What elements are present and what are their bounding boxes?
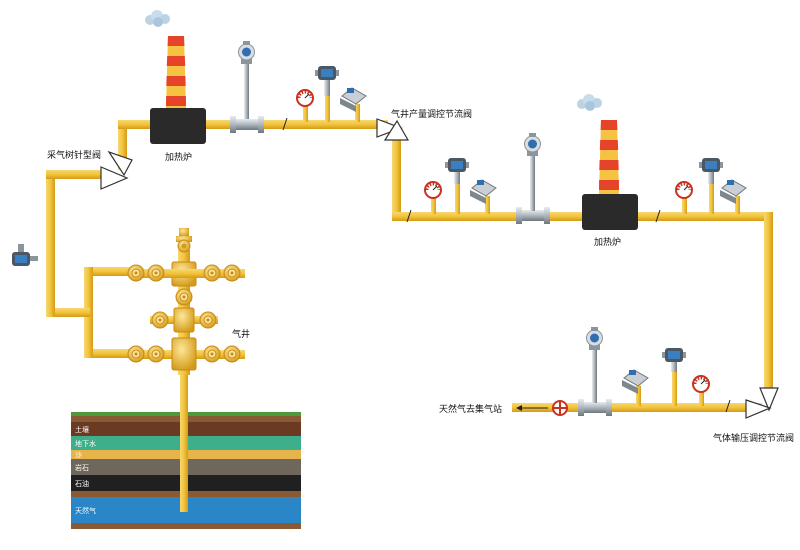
- wellhead-needle-valve: [100, 150, 133, 190]
- furnace-body: [582, 194, 638, 230]
- pressure-gauge-icon: [692, 375, 710, 393]
- stratum-label: 沙: [75, 451, 82, 459]
- handwheel-icon: [127, 345, 145, 363]
- heater-2: [577, 94, 638, 230]
- stratum-label: 土壤: [75, 425, 89, 434]
- pressure-gauge-icon: [424, 181, 442, 199]
- production-throttle-valve: [376, 118, 410, 141]
- flow-arrow-icon: [516, 405, 548, 411]
- temperature-transmitter-icon: [720, 179, 747, 204]
- pressure-transmitter-icon: [12, 244, 38, 266]
- handwheel-icon: [147, 345, 165, 363]
- handwheel-icon: [223, 264, 241, 282]
- pressure-transmitter-icon: [445, 158, 469, 184]
- chimney: [599, 120, 619, 195]
- stratum-label: 岩石: [75, 463, 89, 472]
- pressure-transmitter-icon: [315, 66, 339, 96]
- pressure-transmitter-icon: [699, 158, 723, 184]
- pressure-transmitter-icon: [662, 348, 686, 372]
- smoke-icon: [145, 10, 170, 27]
- destination-label: 天然气去集气站: [439, 403, 502, 415]
- handwheel-icon: [151, 311, 169, 329]
- handwheel-icon: [199, 311, 217, 329]
- flowmeter-icon: [516, 133, 550, 224]
- pressure-gauge-icon: [675, 181, 693, 199]
- handwheel-icon: [127, 264, 145, 282]
- throttle-valve-icon: [100, 166, 129, 190]
- temperature-transmitter-icon: [470, 179, 497, 204]
- chimney: [166, 36, 186, 108]
- wellhead-tree: [130, 228, 245, 512]
- throttle-valve-icon: [759, 387, 779, 412]
- handwheel-icon: [223, 345, 241, 363]
- flowmeter-icon: [230, 41, 264, 133]
- production-valve-label: 气井产量调控节流阀: [391, 108, 472, 120]
- furnace-body: [150, 108, 206, 144]
- pressure-gauge-icon: [296, 89, 314, 107]
- gas-well-label: 气井: [232, 328, 250, 340]
- handwheel-icon: [175, 288, 193, 306]
- valve-handwheels: [127, 264, 241, 363]
- temperature-transmitter-icon: [622, 369, 649, 394]
- handwheel-icon: [147, 264, 165, 282]
- temperature-transmitter-icon: [340, 87, 367, 112]
- smoke-icon: [577, 94, 602, 111]
- handwheel-icon: [203, 264, 221, 282]
- pressure-valve-label: 气体输压调控节流阀: [713, 432, 794, 444]
- pressure-throttle-valve: [745, 387, 779, 419]
- handwheel-icon: [203, 345, 221, 363]
- throttle-valve-icon: [376, 118, 403, 138]
- heater-1-label: 加热炉: [165, 151, 192, 163]
- wellhead-valve-label: 采气树针型阀: [47, 149, 101, 161]
- stratum-label: 地下水: [75, 439, 96, 448]
- stratum-label: 石油: [75, 479, 89, 488]
- heater-1: [145, 10, 206, 144]
- flowmeter-icon: [578, 327, 612, 416]
- heater-2-label: 加热炉: [594, 236, 621, 248]
- outlet-valve-icon: [552, 400, 568, 416]
- stratum-label: 天然气: [75, 506, 96, 515]
